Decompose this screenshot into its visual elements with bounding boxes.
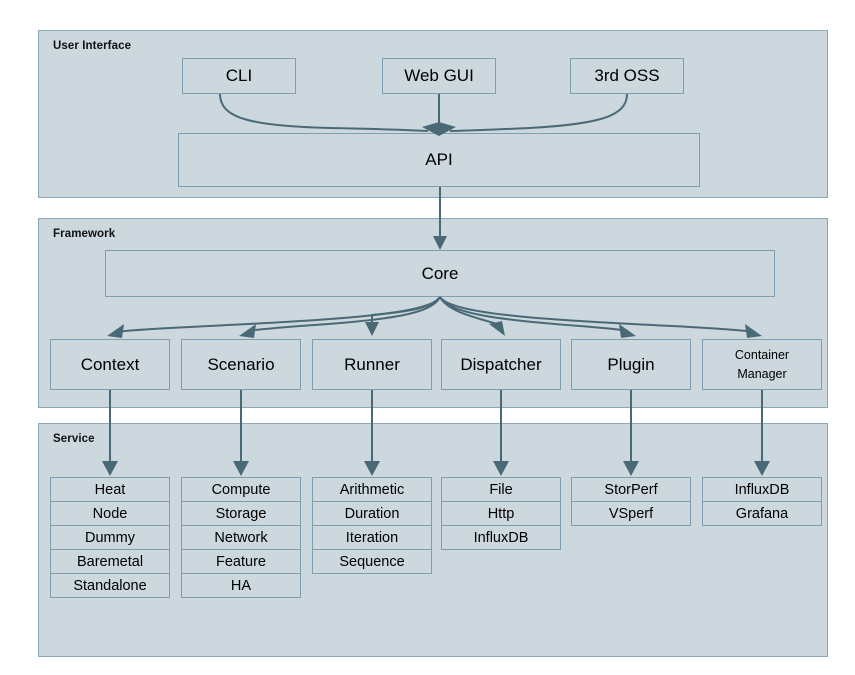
node-plugin[interactable]: Plugin xyxy=(571,339,691,390)
node-web-gui[interactable]: Web GUI xyxy=(382,58,496,94)
list-item[interactable]: Dummy xyxy=(50,525,170,550)
node-web-gui-label: Web GUI xyxy=(404,66,474,86)
list-item[interactable]: Iteration xyxy=(312,525,432,550)
node-api-label: API xyxy=(425,150,453,170)
list-item[interactable]: Feature xyxy=(181,549,301,574)
node-runner[interactable]: Runner xyxy=(312,339,432,390)
node-dispatcher[interactable]: Dispatcher xyxy=(441,339,561,390)
node-container-manager-label-line1: Container xyxy=(734,348,790,363)
list-item[interactable]: Network xyxy=(181,525,301,550)
list-item[interactable]: Storage xyxy=(181,501,301,526)
list-item[interactable]: Duration xyxy=(312,501,432,526)
list-item[interactable]: Baremetal xyxy=(50,549,170,574)
list-item[interactable]: Standalone xyxy=(50,573,170,598)
node-runner-label: Runner xyxy=(344,354,400,374)
service-list-plugin: StorPerf VSperf xyxy=(571,477,691,526)
list-item[interactable]: HA xyxy=(181,573,301,598)
list-item[interactable]: Sequence xyxy=(312,549,432,574)
node-context-label: Context xyxy=(80,354,140,374)
list-item[interactable]: InfluxDB xyxy=(441,525,561,550)
node-core[interactable]: Core xyxy=(105,250,775,297)
list-item[interactable]: Heat xyxy=(50,477,170,502)
node-scenario[interactable]: Scenario xyxy=(181,339,301,390)
node-context[interactable]: Context xyxy=(50,339,170,390)
node-3rd-oss-label: 3rd OSS xyxy=(594,66,660,86)
node-container-manager[interactable]: Container Manager xyxy=(702,339,822,390)
list-item[interactable]: Http xyxy=(441,501,561,526)
node-3rd-oss[interactable]: 3rd OSS xyxy=(570,58,684,94)
list-item[interactable]: InfluxDB xyxy=(702,477,822,502)
layer-title-framework: Framework xyxy=(53,228,116,240)
node-scenario-label: Scenario xyxy=(207,354,275,374)
list-item[interactable]: VSperf xyxy=(571,501,691,526)
list-item[interactable]: File xyxy=(441,477,561,502)
list-item[interactable]: Compute xyxy=(181,477,301,502)
service-list-scenario: Compute Storage Network Feature HA xyxy=(181,477,301,598)
list-item[interactable]: Node xyxy=(50,501,170,526)
node-core-label: Core xyxy=(421,263,459,283)
list-item[interactable]: StorPerf xyxy=(571,477,691,502)
service-list-container: InfluxDB Grafana xyxy=(702,477,822,526)
layer-title-user-interface: User Interface xyxy=(53,40,132,52)
list-item[interactable]: Arithmetic xyxy=(312,477,432,502)
service-list-dispatcher: File Http InfluxDB xyxy=(441,477,561,550)
node-container-manager-label-line2: Manager xyxy=(737,366,787,381)
service-list-runner: Arithmetic Duration Iteration Sequence xyxy=(312,477,432,574)
list-item[interactable]: Grafana xyxy=(702,501,822,526)
node-dispatcher-label: Dispatcher xyxy=(460,354,542,374)
layer-title-service: Service xyxy=(53,433,95,445)
node-plugin-label: Plugin xyxy=(607,354,655,374)
node-cli-label: CLI xyxy=(225,66,253,86)
node-cli[interactable]: CLI xyxy=(182,58,296,94)
service-list-context: Heat Node Dummy Baremetal Standalone xyxy=(50,477,170,598)
node-api[interactable]: API xyxy=(178,133,700,187)
